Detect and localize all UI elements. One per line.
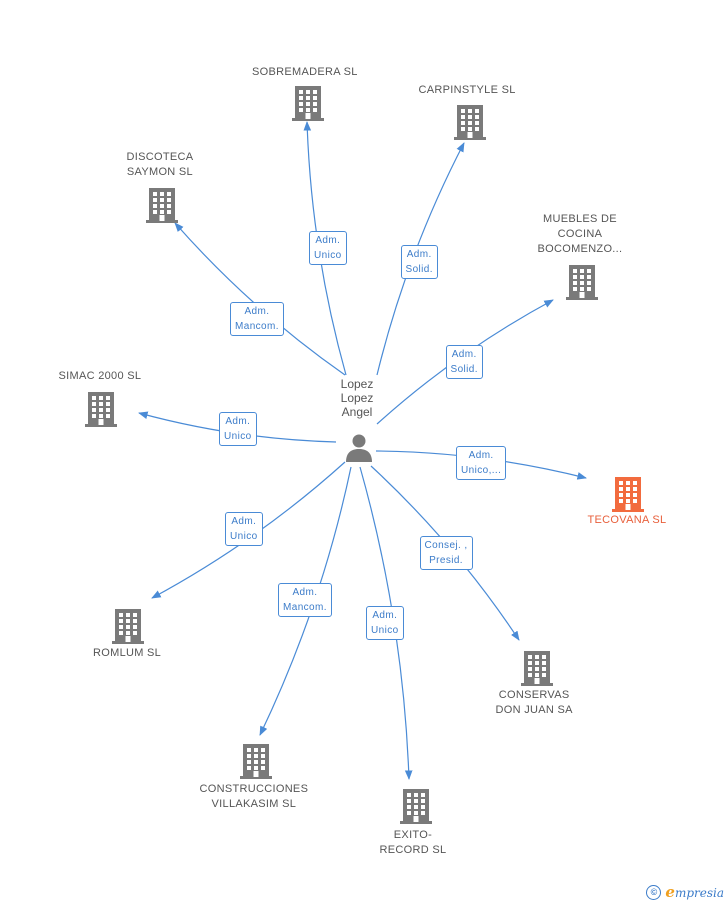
copyright-icon: ©: [646, 884, 662, 900]
building-icon-tecovana[interactable]: [611, 474, 645, 512]
role-badge-discoteca[interactable]: Adm.Mancom.: [230, 302, 284, 336]
footer-brand: © empresia: [646, 883, 724, 901]
building-icon-discoteca[interactable]: [145, 185, 179, 223]
building-icon-conservas[interactable]: [520, 648, 554, 686]
person-icon[interactable]: [343, 431, 375, 463]
role-badge-tecovana[interactable]: Adm.Unico,...: [456, 446, 507, 480]
building-icon-construcciones[interactable]: [239, 741, 273, 779]
building-icon-romlum[interactable]: [111, 606, 145, 644]
role-badge-conservas[interactable]: Consej. ,Presid.: [419, 536, 473, 570]
role-badge-muebles[interactable]: Adm.Solid.: [445, 345, 483, 379]
role-badge-simac[interactable]: Adm.Unico: [219, 412, 257, 446]
role-badge-romlum[interactable]: Adm.Unico: [225, 512, 263, 546]
role-badge-carpinstyle[interactable]: Adm.Solid.: [400, 245, 438, 279]
building-icon-carpinstyle[interactable]: [453, 102, 487, 140]
company-label-romlum[interactable]: ROMLUM SL: [93, 647, 162, 659]
company-label-tecovana[interactable]: TECOVANA SL: [587, 514, 667, 526]
building-icon-sobremadera[interactable]: [291, 83, 325, 121]
company-label-exito[interactable]: EXITO-RECORD SL: [379, 829, 447, 856]
company-label-carpinstyle[interactable]: CARPINSTYLE SL: [418, 84, 516, 96]
company-label-sobremadera[interactable]: SOBREMADERA SL: [252, 66, 358, 78]
role-badge-construcciones[interactable]: Adm.Mancom.: [278, 583, 332, 617]
role-badge-sobremadera[interactable]: Adm.Unico: [309, 231, 347, 265]
brand-logo: empresia: [665, 883, 724, 901]
company-label-simac[interactable]: SIMAC 2000 SL: [58, 370, 142, 382]
building-icon-simac[interactable]: [84, 389, 118, 427]
person-name[interactable]: Lopez Lopez Angel: [340, 377, 374, 419]
building-icon-muebles[interactable]: [565, 262, 599, 300]
role-badge-exito[interactable]: Adm.Unico: [366, 606, 404, 640]
building-icon-exito[interactable]: [399, 786, 433, 824]
